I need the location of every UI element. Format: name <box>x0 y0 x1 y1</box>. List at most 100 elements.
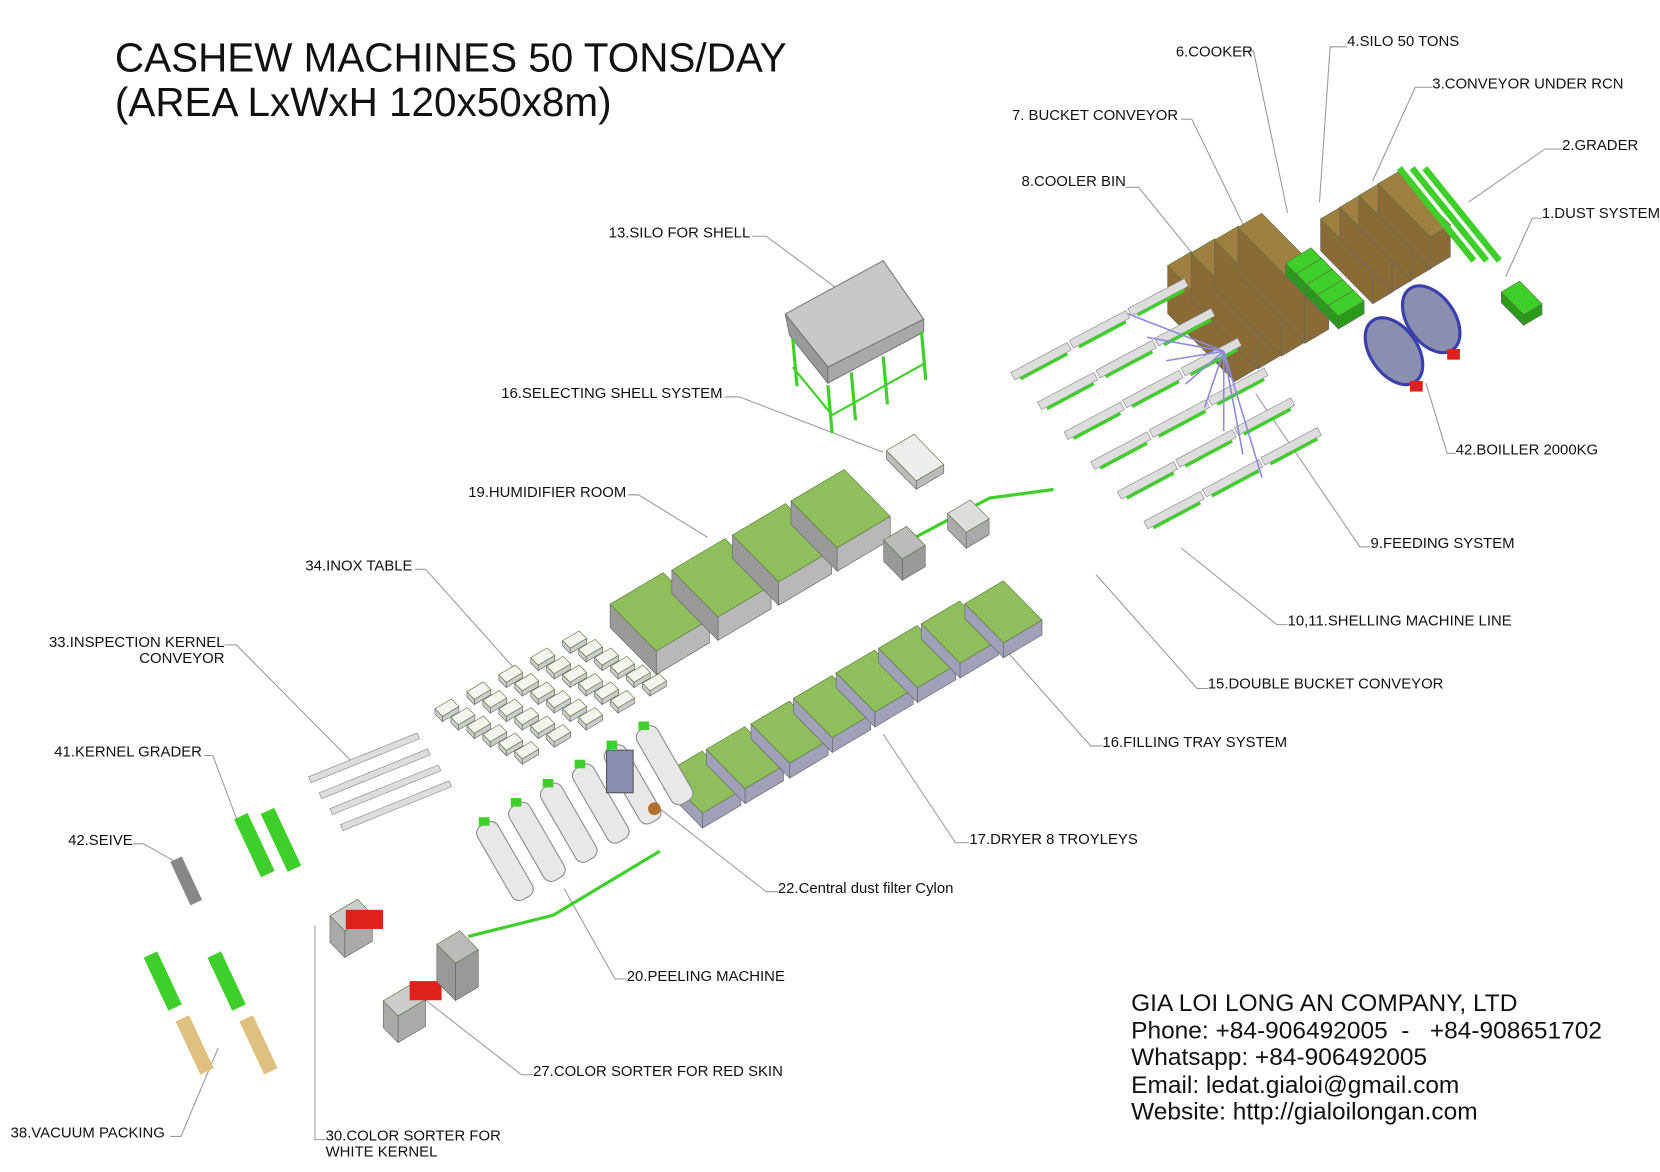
inox-table <box>562 664 588 689</box>
dust-system <box>1500 280 1543 327</box>
inox-table-top <box>641 673 667 692</box>
label-boiler: 42.BOILLER 2000KG <box>1455 440 1599 458</box>
filling-tray-unit <box>947 499 990 550</box>
inox-table-top <box>530 715 556 734</box>
humidifier-room-4-top <box>790 469 891 549</box>
leader-line <box>659 808 778 893</box>
feeding-pipe <box>1166 350 1224 362</box>
label-inspection-conveyor: 33.INSPECTION KERNEL CONVEYOR <box>44 634 225 666</box>
silo-leg <box>826 385 834 434</box>
inox-table <box>625 664 651 689</box>
leader-line <box>1505 217 1542 277</box>
label-kernel-grader: 41.KERNEL GRADER <box>54 742 202 760</box>
silo-leg <box>919 331 928 381</box>
silo-50-4 <box>1377 171 1451 270</box>
feeding-pipe <box>1184 350 1225 385</box>
label-shelling-line: 10,11.SHELLING MACHINE LINE <box>1287 611 1512 629</box>
label-double-bucket: 15.DOUBLE BUCKET CONVEYOR <box>1207 674 1444 692</box>
peeling-hopper <box>638 721 650 730</box>
dryer-8-top <box>964 580 1043 644</box>
leader-line <box>1181 118 1257 251</box>
title-line-1: CASHEW MACHINES 50 TONS/DAY <box>114 36 787 81</box>
label-grader: 2.GRADER <box>1562 136 1639 154</box>
inox-table-top <box>562 664 588 683</box>
shelling-machine <box>1010 342 1072 381</box>
double-bucket-conveyor <box>914 487 1054 539</box>
leader-line <box>1372 86 1433 182</box>
color-sorter-red-skin-1 <box>345 909 384 929</box>
shelling-conveyor <box>1078 320 1127 349</box>
inspection-conveyor <box>308 732 420 784</box>
leader-line <box>204 754 246 841</box>
label-seive: 42.SEIVE <box>68 831 133 849</box>
label-dust-system: 1.DUST SYSTEM <box>1541 204 1660 222</box>
label-filling-tray: 16.FILLING TRAY SYSTEM <box>1102 733 1288 751</box>
inspection-conveyor <box>340 780 452 832</box>
dryer-7 <box>920 600 999 679</box>
grader-body <box>1422 166 1502 263</box>
inox-table <box>578 638 604 663</box>
humidifier-room-3 <box>731 503 833 607</box>
inox-table <box>450 707 476 731</box>
inox-table <box>610 690 635 714</box>
shelling-conveyor <box>1136 288 1186 317</box>
inox-table <box>498 698 524 723</box>
boiler-burner <box>1409 380 1423 392</box>
label-color-sorter-white-line-2: WHITE KERNEL <box>325 1142 438 1160</box>
inox-table-top <box>594 681 620 700</box>
filling-tray-unit-2-top <box>883 526 926 560</box>
company-website: Website: http://gialoilongan.com <box>1131 1097 1478 1125</box>
inox-table <box>466 715 492 740</box>
feeding-pipe <box>1222 351 1244 455</box>
company-email: Email: ledat.gialoi@gmail.com <box>1131 1069 1460 1098</box>
inox-table-top <box>498 698 524 717</box>
inox-table-top <box>514 741 540 760</box>
label-feeding-system: 9.FEEDING SYSTEM <box>1370 534 1515 552</box>
shelling-conveyor <box>1211 469 1260 498</box>
shelling-machine <box>1143 491 1205 530</box>
inox-table <box>610 655 635 680</box>
company-phone: Phone: +84-906492005 - +84-908651702 <box>1131 1015 1603 1044</box>
shelling-conveyor <box>1157 409 1207 438</box>
shelling-conveyor <box>1243 407 1292 436</box>
leader-line <box>224 644 352 762</box>
cooker-5-top <box>1327 289 1365 317</box>
inox-table <box>530 647 556 672</box>
inox-table <box>434 698 460 723</box>
feeding-pipe <box>1146 336 1224 352</box>
leader-line <box>425 999 534 1076</box>
inox-table-top <box>466 681 492 700</box>
inox-table-top <box>514 673 540 692</box>
leader-line <box>1125 186 1203 267</box>
dust-filter-drum <box>648 802 661 816</box>
dust-filter-cyclone <box>606 749 634 794</box>
leader-line <box>414 568 517 671</box>
dust-system-top <box>1500 280 1543 316</box>
shelling-conveyor <box>1099 441 1148 470</box>
inspection-conveyor <box>329 764 442 816</box>
shelling-conveyor <box>1152 501 1202 530</box>
leader-line <box>133 843 176 863</box>
silo-leg <box>881 356 890 405</box>
inox-table-top <box>450 707 476 726</box>
shelling-machine <box>1090 431 1152 470</box>
label-inox-table: 34.INOX TABLE <box>305 556 413 574</box>
inox-table-top <box>562 630 588 649</box>
inox-table-top <box>546 655 572 675</box>
inspection-conveyor <box>318 748 431 800</box>
shelling-conveyor <box>1019 352 1069 381</box>
shelling-conveyor <box>1163 318 1212 347</box>
kernel-grader-1 <box>234 813 275 878</box>
label-bucket-conveyor: 7. BUCKET CONVEYOR <box>1011 106 1179 124</box>
label-dryer: 17.DRYER 8 TROYLEYS <box>969 829 1138 848</box>
inox-table-top <box>466 715 492 734</box>
shelling-machine <box>1037 371 1099 411</box>
feeding-pipe <box>1222 350 1263 479</box>
leader-lines <box>133 46 1563 1141</box>
leader-line <box>1425 382 1456 454</box>
inox-table <box>578 707 604 731</box>
label-conveyor-under-rcn: 3.CONVEYOR UNDER RCN <box>1432 74 1624 92</box>
inox-table-top <box>530 647 556 666</box>
peeling-hopper <box>574 759 586 769</box>
